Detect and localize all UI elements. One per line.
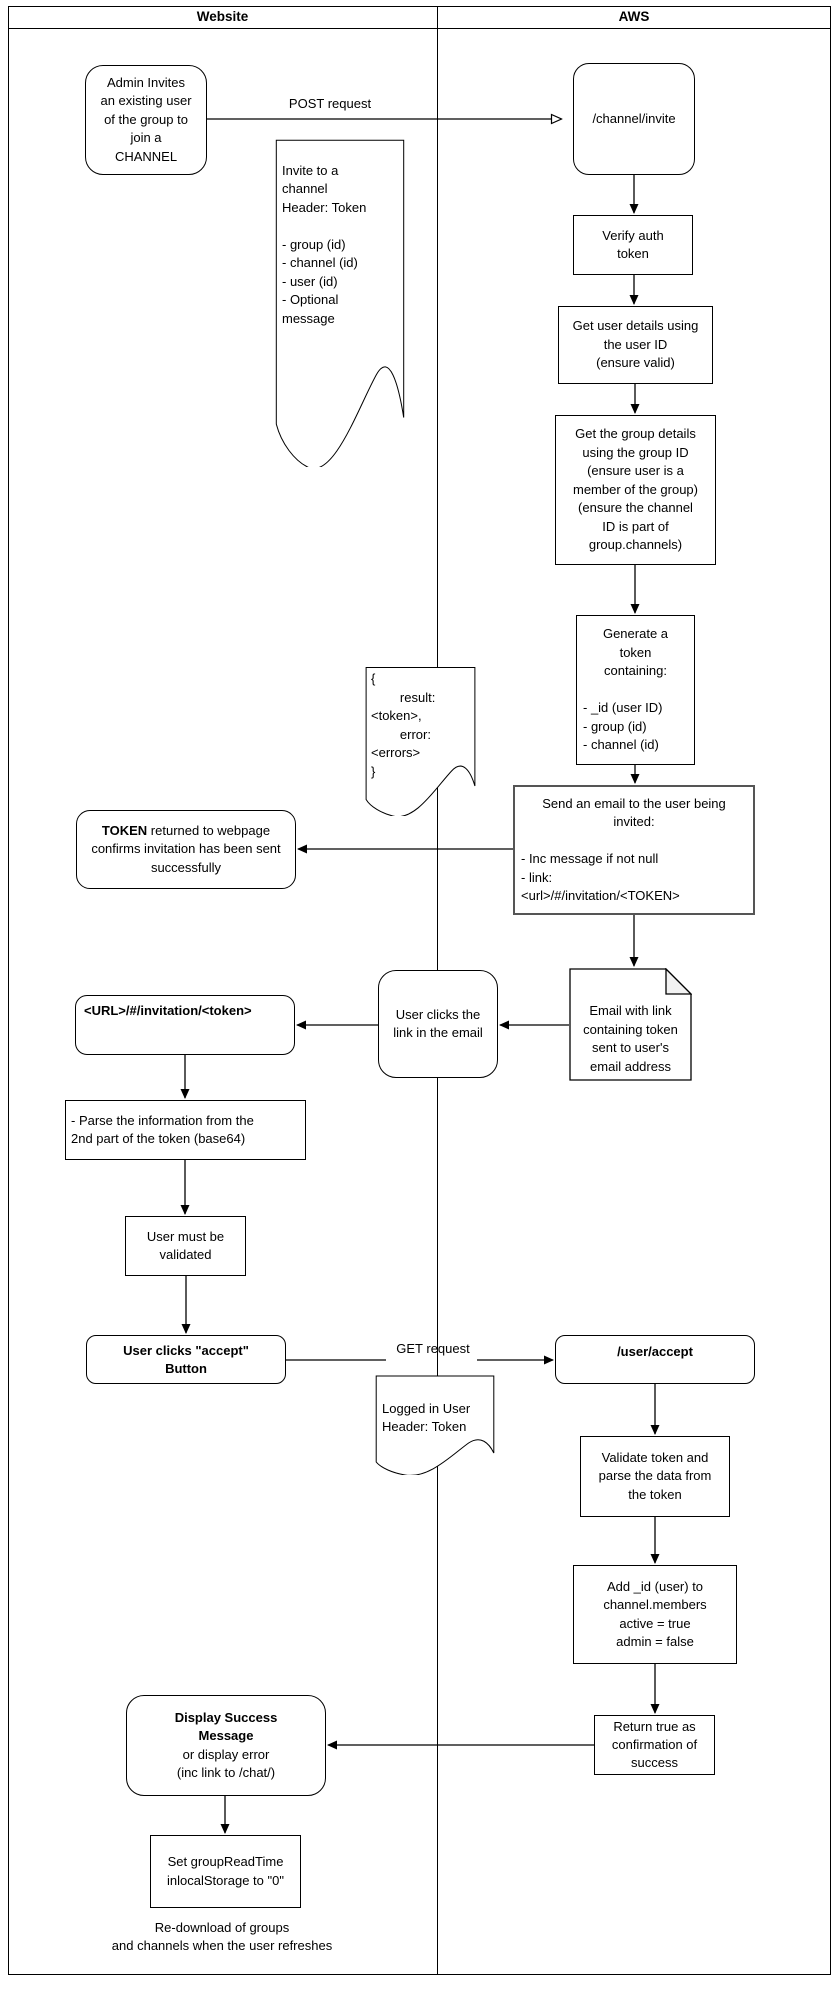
note-result-token: { result: <token>, error: <errors> } <box>365 666 476 816</box>
node-admin-invites-text: Admin Invites an existing user of the gr… <box>100 74 192 164</box>
document-shape <box>275 137 405 467</box>
node-add-member: Add _id (user) to channel.members active… <box>573 1565 737 1664</box>
node-send-email: Send an email to the user being invited:… <box>513 785 755 915</box>
node-admin-invites-channel: Admin Invites an existing user of the gr… <box>85 65 207 175</box>
note-result-text: { result: <token>, error: <errors> } <box>371 671 436 779</box>
note-invite-to-channel: Invite to a channel Header: Token - grou… <box>275 137 405 467</box>
document-shape <box>365 666 476 816</box>
node-token-returned: TOKEN returned to webpage confirms invit… <box>76 810 296 889</box>
note-logged-in-user: Logged in User Header: Token <box>375 1375 495 1475</box>
node-channel-invite-endpoint: /channel/invite <box>573 63 695 175</box>
lane-header-website: Website <box>196 9 249 24</box>
node-parse-token: - Parse the information from the 2nd par… <box>65 1100 306 1160</box>
node-user-must-be-validated: User must be validated <box>125 1216 246 1276</box>
document-shape <box>375 1375 495 1475</box>
get-request-label: GET request <box>396 1341 470 1356</box>
node-user-clicks-link: User clicks the link in the email <box>378 970 498 1078</box>
node-invitation-url: <URL>/#/invitation/<token> <box>75 995 295 1055</box>
note-logged-in-text: Logged in User Header: Token <box>382 1400 471 1435</box>
lane-header-aws: AWS <box>618 9 650 24</box>
node-user-clicks-accept: User clicks "accept" Button <box>86 1335 286 1384</box>
header-separator-line <box>8 28 831 29</box>
note-email-with-link: Email with link containing token sent to… <box>569 968 692 1081</box>
node-generate-token: Generate a token containing: - _id (user… <box>576 615 695 765</box>
node-return-true: Return true as confirmation of success <box>594 1715 715 1775</box>
post-request-label: POST request <box>288 96 372 111</box>
note-email-text: Email with link containing token sent to… <box>583 1003 678 1074</box>
node-verify-auth-token: Verify auth token <box>573 215 693 275</box>
node-get-user-details: Get user details using the user ID (ensu… <box>558 306 713 384</box>
node-set-group-read-time: Set groupReadTime inlocalStorage to "0" <box>150 1835 301 1908</box>
node-get-group-details: Get the group details using the group ID… <box>555 415 716 565</box>
node-user-accept-endpoint: /user/accept <box>555 1335 755 1384</box>
node-validate-token: Validate token and parse the data from t… <box>580 1436 730 1517</box>
note-invite-text: Invite to a channel Header: Token - grou… <box>282 162 367 326</box>
paper-note-shape <box>569 968 692 1081</box>
diagram-border <box>8 6 831 1975</box>
footer-note-text: Re-download of groups and channels when … <box>111 1919 333 1954</box>
